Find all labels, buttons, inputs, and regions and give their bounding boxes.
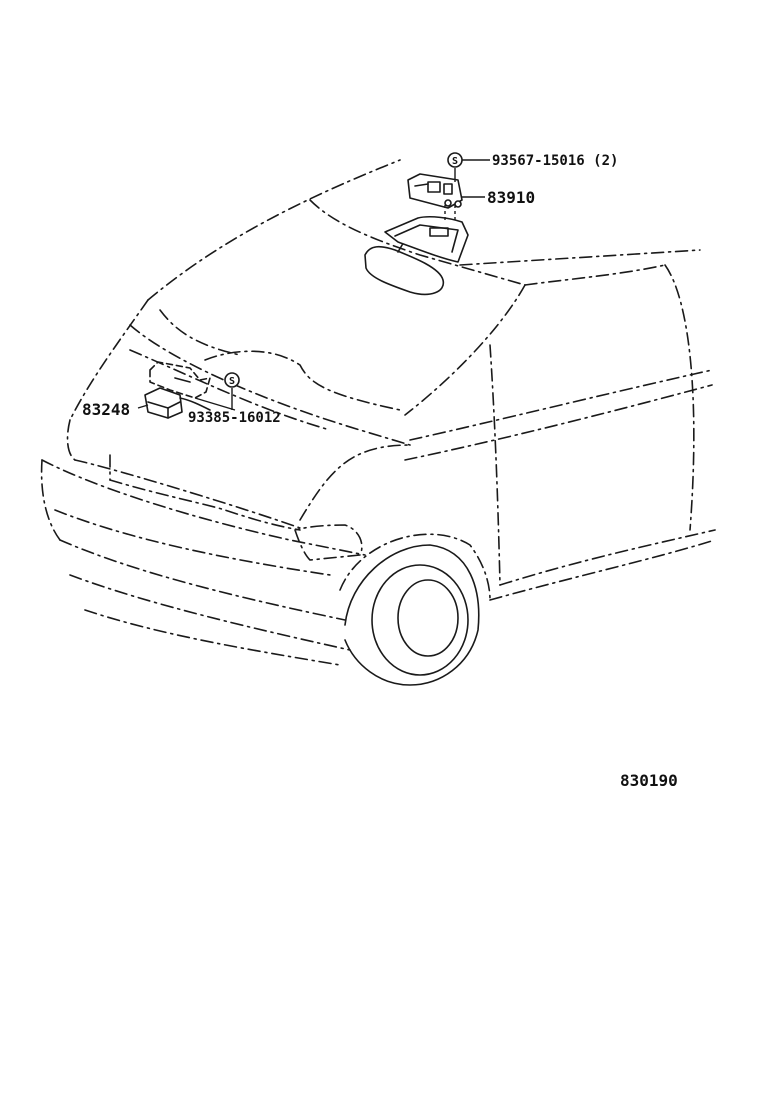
label-screw-bottom: 93385-16012: [188, 410, 281, 426]
label-sensor: 83248: [82, 400, 130, 419]
screw-symbol-top-text: S: [452, 156, 458, 167]
vehicle-outline: [40, 159, 716, 666]
figure-id: 830190: [620, 771, 678, 790]
label-map-lamp: 83910: [487, 188, 535, 207]
callout-leaders: [137, 159, 490, 411]
map-lamp-assembly: [384, 173, 469, 263]
label-screw-top: 93567-15016 (2): [492, 153, 618, 169]
screw-symbol-bottom-text: S: [229, 376, 235, 387]
screw-symbol-bottom: S: [224, 372, 240, 388]
sensor-assembly: [144, 361, 211, 419]
front-wheel: [344, 544, 480, 686]
screw-symbol-top: S: [447, 152, 463, 168]
